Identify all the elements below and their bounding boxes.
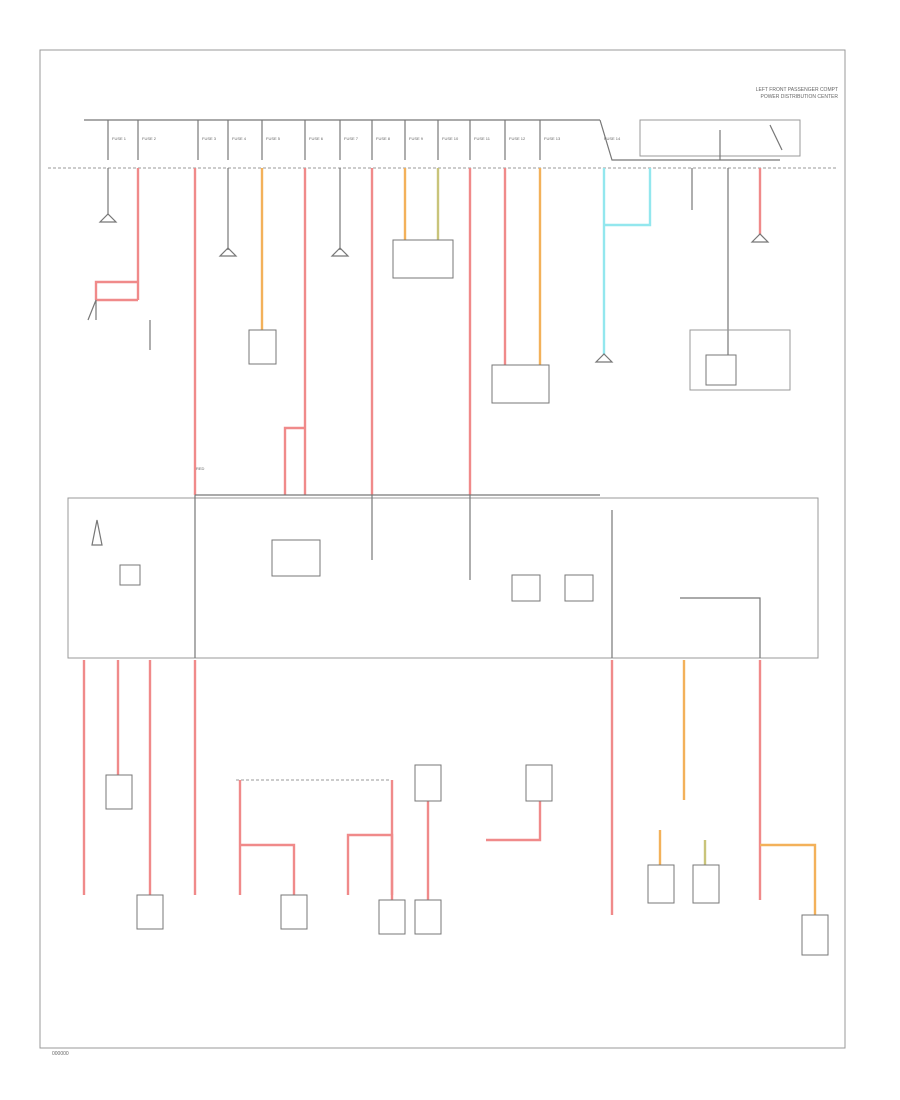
top-fuse-labels: FUSE 1 FUSE 2 FUSE 3 FUSE 4 FUSE 5 FUSE …	[112, 136, 621, 141]
footer-code: 000000	[52, 1051, 69, 1057]
top-fuse-drops	[107, 120, 541, 160]
fuse-label: FUSE 13	[544, 136, 561, 141]
fuse-label: FUSE 6	[309, 136, 324, 141]
fuse-label: FUSE 8	[376, 136, 391, 141]
fuse-label: FUSE 1	[112, 136, 127, 141]
fuse-label: FUSE 3	[202, 136, 217, 141]
fuse-label: FUSE 4	[232, 136, 247, 141]
diagram-frame	[39, 49, 846, 1049]
fuse-label: FUSE 5	[266, 136, 281, 141]
top-fuse-block	[48, 119, 838, 169]
fuse-label: FUSE 11	[474, 136, 491, 141]
fuse-label: FUSE 9	[409, 136, 424, 141]
diagram-title-line-2: POWER DISTRIBUTION CENTER	[760, 94, 838, 100]
fuse-label: FUSE 2	[142, 136, 157, 141]
wires-lower-section	[82, 660, 829, 956]
middle-bus-block	[67, 494, 819, 659]
fuse-label: FUSE 7	[344, 136, 359, 141]
wire-color-label: RED	[196, 466, 205, 471]
wires-top-section	[87, 168, 791, 495]
fuse-label: FUSE 10	[442, 136, 459, 141]
fuse-label: FUSE 12	[509, 136, 526, 141]
diagram-title-line-1: LEFT FRONT PASSENGER COMPT	[756, 87, 838, 93]
fuse-label: FUSE 14	[604, 136, 621, 141]
